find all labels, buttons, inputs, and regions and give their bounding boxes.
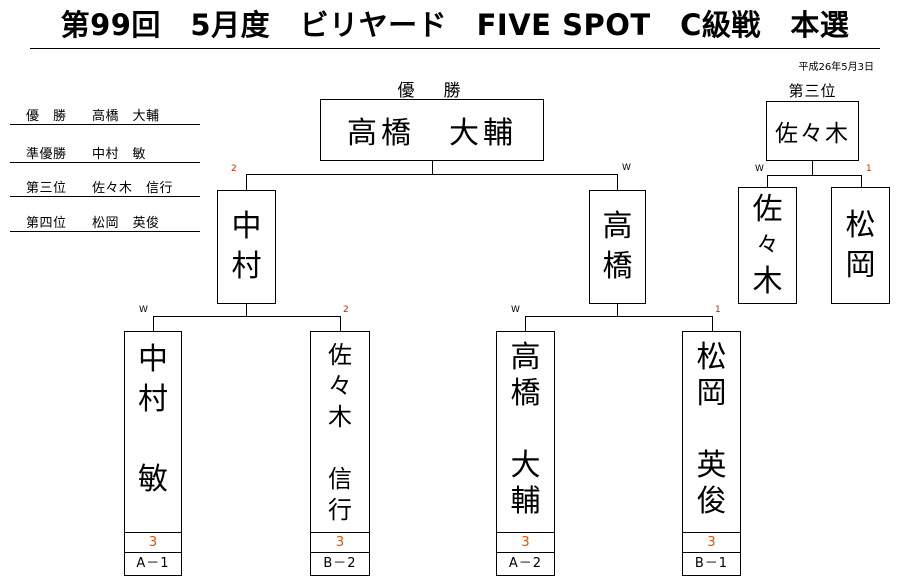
name-char: 敏 <box>138 462 168 497</box>
name-char: 岡 <box>696 376 727 411</box>
third-left-score: W <box>755 164 764 174</box>
player-score: 3 <box>497 532 554 553</box>
page-title: 第99回 5月度 ビリヤード FIVE SPOT C級戦 本選 <box>60 8 850 42</box>
name-char: 輔 <box>510 484 541 519</box>
semi-right-box: 高 橋 <box>589 190 646 304</box>
player-box-3: 高 橋 大 輔 3 A－2 <box>496 331 555 576</box>
third-right-char: 松 <box>845 207 876 243</box>
bracket-line <box>432 161 433 174</box>
third-right-score: 1 <box>866 164 872 174</box>
result-value: 高橋 大輔 <box>92 109 160 124</box>
bracket-line <box>767 175 768 187</box>
player-box-4: 松 岡 英 俊 3 B－1 <box>682 331 741 576</box>
name-char: 松 <box>696 340 727 375</box>
player-score: 3 <box>311 532 369 553</box>
third-left-char: 佐 <box>752 191 783 227</box>
result-row-third: 第三位 佐々木 信行 <box>10 174 200 197</box>
player-seed: A－2 <box>497 552 554 575</box>
bracket-line <box>525 316 526 331</box>
third-left-box: 佐 々 木 <box>738 187 797 304</box>
third-right-box: 松 岡 <box>831 187 890 304</box>
event-date: 平成26年5月3日 <box>798 62 874 73</box>
player-box-1: 中 村 敏 3 A－1 <box>124 331 182 576</box>
result-label: 第三位 <box>26 181 67 196</box>
champion-label: 優 勝 <box>397 81 467 101</box>
player-name: 高 橋 大 輔 <box>497 332 554 533</box>
bracket-line <box>617 174 618 190</box>
name-char: 英 <box>696 448 727 483</box>
third-left-char: 木 <box>752 263 783 299</box>
third-place-name: 佐々木 <box>775 121 850 147</box>
third-place-label: 第三位 <box>788 82 837 100</box>
semi-right-score: W <box>622 163 631 173</box>
player-name: 佐 々 木 信 行 <box>311 332 369 533</box>
semi-left-char: 中 <box>231 209 262 244</box>
result-row-fourth: 第四位 松岡 英俊 <box>10 209 200 232</box>
third-place-box: 佐々木 <box>766 101 859 161</box>
player-name: 中 村 敏 <box>125 332 181 533</box>
bracket-line <box>153 316 154 331</box>
title-underline <box>30 48 880 49</box>
player-seed: B－2 <box>311 552 369 575</box>
name-char: 高 <box>510 340 541 375</box>
bracket-line <box>525 316 713 317</box>
name-char: 俊 <box>696 484 727 519</box>
result-value: 中村 敏 <box>92 147 147 162</box>
player-3-result: W <box>511 305 520 315</box>
player-score: 3 <box>125 532 181 553</box>
result-value: 佐々木 信行 <box>92 181 174 196</box>
semi-right-char: 橋 <box>602 249 633 284</box>
semi-left-char: 村 <box>231 249 262 284</box>
player-box-2: 佐 々 木 信 行 3 B－2 <box>310 331 370 576</box>
name-char: 行 <box>328 496 352 524</box>
player-name: 松 岡 英 俊 <box>683 332 740 533</box>
player-1-result: W <box>139 305 148 315</box>
name-char: 信 <box>328 465 352 493</box>
name-char: 橋 <box>510 376 541 411</box>
result-row-second: 準優勝 中村 敏 <box>10 140 200 163</box>
name-char: 々 <box>328 372 352 400</box>
result-label: 第四位 <box>26 216 67 231</box>
bracket-line <box>246 174 617 175</box>
name-char: 中 <box>138 342 168 377</box>
name-char: 村 <box>138 382 168 417</box>
bracket-line <box>246 304 247 316</box>
bracket-line <box>246 174 247 190</box>
third-right-char: 岡 <box>845 247 876 283</box>
bracket-line <box>767 175 862 176</box>
result-label: 優 勝 <box>26 109 67 124</box>
player-seed: A－1 <box>125 552 181 575</box>
third-left-char: 々 <box>756 232 779 258</box>
result-value: 松岡 英俊 <box>92 216 160 231</box>
semi-left-box: 中 村 <box>217 190 276 304</box>
name-char: 佐 <box>328 341 352 369</box>
bracket-line <box>153 316 341 317</box>
bracket-line <box>812 161 813 175</box>
bracket-line <box>340 316 341 331</box>
name-char: 大 <box>510 448 541 483</box>
bracket-line <box>617 304 618 316</box>
bracket-line <box>861 175 862 187</box>
semi-left-score: 2 <box>231 164 237 174</box>
champion-name: 高橋 大輔 <box>347 116 517 151</box>
name-char: 木 <box>328 403 352 431</box>
champion-box: 高橋 大輔 <box>320 99 544 161</box>
player-score: 3 <box>683 532 740 553</box>
bracket-line <box>712 316 713 331</box>
result-label: 準優勝 <box>26 147 67 162</box>
player-4-result: 1 <box>715 305 721 315</box>
player-2-result: 2 <box>343 305 349 315</box>
result-row-first: 優 勝 高橋 大輔 <box>10 102 200 125</box>
semi-right-char: 高 <box>602 209 633 244</box>
player-seed: B－1 <box>683 552 740 575</box>
